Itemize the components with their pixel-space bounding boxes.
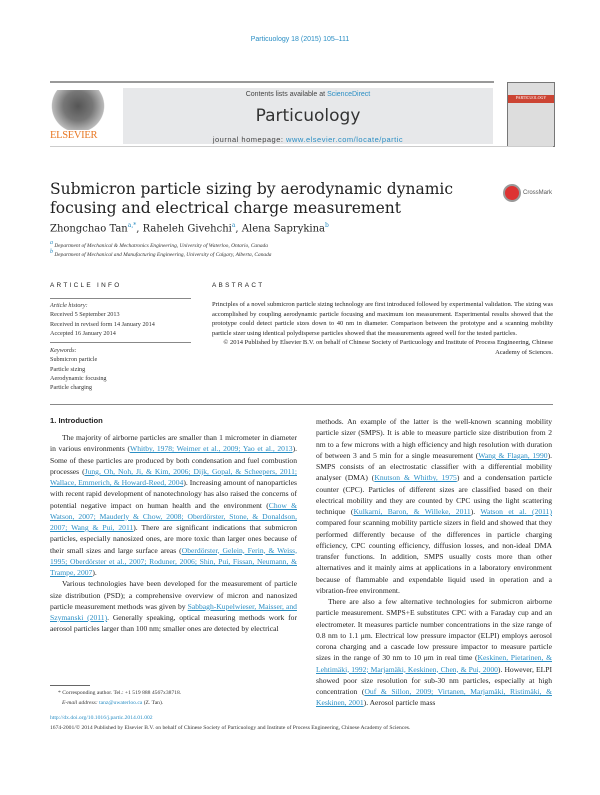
paragraph-text: compared four scanning mobility particle… (316, 518, 552, 595)
paragraph-text: ) and a condensation particle counter (C… (316, 473, 552, 516)
abstract-copyright: © 2014 Published by Elsevier B.V. on beh… (223, 339, 553, 356)
paragraph-text: The majority of airborne particles are s… (50, 433, 297, 454)
affiliation-text: Department of Mechanical and Manufacturi… (54, 251, 272, 258)
homepage-line: journal homepage: www.elsevier.com/locat… (123, 135, 493, 144)
paragraph: Various technologies have been developed… (50, 578, 297, 634)
history-label: Article history: (50, 302, 88, 309)
section-heading: 1. Introduction (50, 416, 103, 425)
corresponding-author: * Corresponding author. Tel.: +1 519 888… (58, 690, 182, 696)
author-list: Zhongchao Tana,*, Raheleh Givehchia, Ale… (50, 222, 329, 235)
paragraph-text: Various technologies have been developed… (50, 579, 297, 611)
crossmark-icon (503, 184, 521, 202)
citation-link[interactable]: Wang & Flagan, 1990 (478, 450, 548, 460)
paragraph-text: ). SMPS consists of an electrostatic cla… (316, 450, 552, 483)
paragraph-text: ). However, ELPI showed poor size resolu… (316, 664, 552, 697)
author-affiliation-link[interactable]: a (231, 222, 236, 229)
doi-link[interactable]: http://dx.doi.org/10.1016/j.partic.2014.… (50, 715, 153, 721)
citation-link[interactable]: Knutson & Whitby, 1975 (374, 473, 457, 483)
author: Raheleh Givehchi (142, 223, 232, 235)
article-title: Submicron particle sizing by aerodynamic… (50, 180, 454, 217)
citation-link[interactable]: Chow & Watson, 2007; Mauderly & Chow, 20… (50, 500, 298, 533)
right-column: methods. An example of the latter is the… (316, 416, 552, 709)
affiliation: b Department of Mechanical and Manufactu… (50, 249, 272, 258)
keyword: Aerodynamic focusing (50, 374, 107, 382)
header-rule (50, 81, 494, 83)
citation-link[interactable]: Watson et al. (2011) (480, 507, 552, 516)
divider (50, 298, 191, 299)
author-affiliation-link[interactable]: a,* (127, 222, 137, 229)
paragraph-text: . Generally speaking, optical measuring … (50, 613, 297, 634)
divider (50, 404, 553, 405)
sciencedirect-link[interactable]: ScienceDirect (327, 91, 371, 98)
paragraph: There are also a few alternative technol… (316, 596, 552, 709)
paragraph: The majority of airborne particles are s… (50, 432, 297, 578)
journal-citation[interactable]: Particuology 18 (2015) 105–111 (250, 36, 350, 43)
history-item: Received 5 September 2013 (50, 311, 120, 319)
homepage-link[interactable]: www.elsevier.com/locate/partic (286, 135, 404, 144)
elsevier-wordmark: ELSEVIER (50, 130, 98, 141)
elsevier-tree-icon (50, 90, 106, 130)
crossmark-label: CrossMark (523, 190, 553, 196)
author: Alena Saprykina (241, 223, 326, 235)
header-bottom-rule (50, 146, 553, 147)
citation-link[interactable]: Jung, Oh, Noh, Ji, & Kim, 2006; Dijk, Go… (50, 466, 297, 487)
citation-link[interactable]: Kulkarni, Baron, & Willeke, 2011 (353, 507, 471, 516)
footnote-rule (50, 685, 90, 686)
paragraph-text: ). Some of these particles are produced … (50, 444, 297, 476)
keyword: Submicron particle (50, 356, 98, 364)
keywords-label: Keywords: (50, 347, 77, 354)
footnotes: * Corresponding author. Tel.: +1 519 888… (50, 688, 181, 708)
paragraph-text: ). Aerosol particle mass (363, 698, 436, 708)
email-link[interactable]: tanz@uwaterloo.ca (99, 700, 143, 706)
contents-line: Contents lists available at ScienceDirec… (123, 91, 493, 98)
affiliation-marker: b (50, 249, 53, 255)
citation-link[interactable]: Oberdörster, Gelein, Ferin, & Weiss, 199… (50, 545, 298, 578)
contents-prefix: Contents lists available at (245, 91, 328, 98)
paragraph-text: ). (470, 507, 481, 516)
citation-link[interactable]: Whitby, 1978; Weimer et al., 2009; Yao e… (130, 444, 293, 454)
keyword: Particle sizing (50, 365, 86, 373)
abstract: Principles of a novel submicron particle… (212, 300, 553, 357)
author: Zhongchao Tan (50, 223, 128, 235)
cover-title: PARTICUOLOGY (515, 95, 547, 100)
history-item: Received in revised form 14 January 2014 (50, 320, 155, 328)
keywords: Keywords: Submicron particle Particle si… (50, 346, 200, 392)
citation-link[interactable]: Keskinen, Pietarinen, & Lehtimäki, 1992;… (316, 653, 552, 674)
article-history: Article history: Received 5 September 20… (50, 301, 200, 338)
citation-link[interactable]: Sabbagh-Kupelwieser, Maisser, and Szyman… (50, 601, 297, 622)
paragraph-text: ). There are significant indications tha… (50, 523, 297, 555)
affiliation-marker: a (50, 240, 53, 246)
paragraph: methods. An example of the latter is the… (316, 416, 552, 596)
affiliation: a Department of Mechanical & Mechatronic… (50, 240, 268, 249)
keyword: Particle charging (50, 384, 92, 392)
crossmark-button[interactable]: CrossMark (503, 184, 552, 202)
homepage-label: journal homepage: (212, 135, 287, 144)
journal-header: Contents lists available at ScienceDirec… (123, 88, 493, 144)
elsevier-logo[interactable]: ELSEVIER (50, 90, 108, 144)
divider (50, 342, 191, 343)
paragraph-text: There are also a few alternative technol… (316, 597, 552, 663)
paragraph-text: ). (92, 568, 97, 577)
paragraph-text: methods. An example of the latter is the… (316, 417, 552, 460)
history-item: Accepted 16 January 2014 (50, 329, 116, 337)
left-column: The majority of airborne particles are s… (50, 432, 297, 635)
article-info-heading: ARTICLE INFO (50, 282, 122, 289)
citation-link[interactable]: Ouf & Sillon, 2009; Virtanen, Marjamäki,… (316, 687, 552, 708)
journal-name: Particuology (255, 106, 361, 126)
paragraph-text: ). Increasing amount of nanoparticles wi… (50, 478, 297, 510)
copyright-line: 1674-2001/© 2014 Published by Elsevier B… (50, 725, 411, 731)
abstract-heading: ABSTRACT (212, 282, 265, 289)
affiliation-text: Department of Mechanical & Mechatronics … (54, 242, 268, 249)
journal-cover-image[interactable]: PARTICUOLOGY (507, 82, 555, 147)
doi-block: http://dx.doi.org/10.1016/j.partic.2014.… (50, 713, 410, 733)
author-affiliation-link[interactable]: b (325, 222, 329, 229)
abstract-text: Principles of a novel submicron particle… (212, 301, 553, 337)
email-suffix: (Z. Tan). (142, 700, 164, 706)
email-label: E-mail address: (62, 700, 100, 706)
